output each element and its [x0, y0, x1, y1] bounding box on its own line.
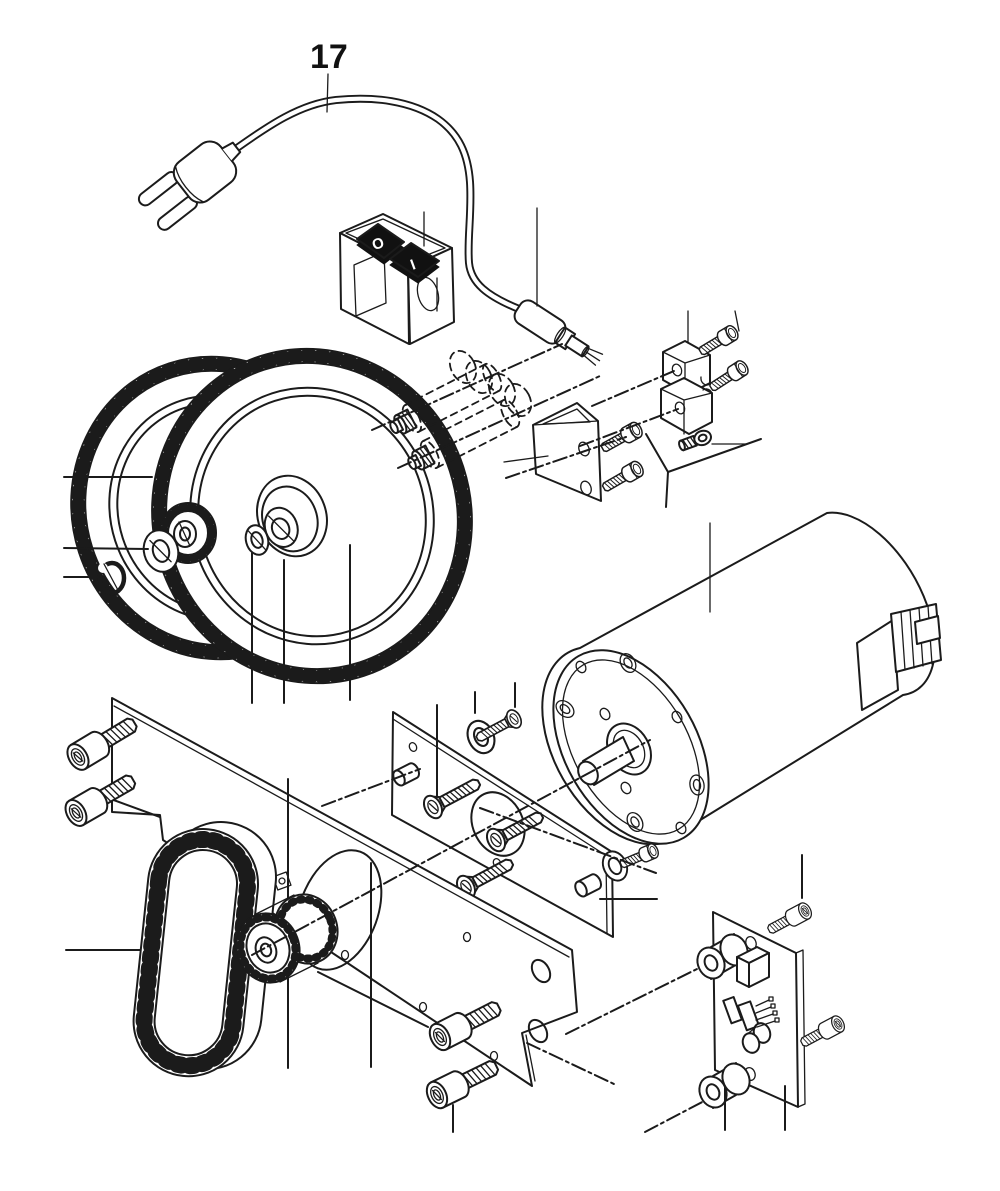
gear-housing-plate [65, 697, 658, 1087]
motor-face-tabs [555, 653, 705, 832]
timing-belt [132, 821, 277, 1078]
power-switch: O I [339, 211, 455, 345]
spacer-sleeve [698, 1062, 751, 1109]
board-screw [797, 1013, 848, 1052]
motor-terminal-block [856, 603, 942, 711]
electric-motor [541, 511, 942, 846]
center-lines [251, 343, 709, 1133]
switch-on-symbol: I [408, 256, 418, 273]
board-components [722, 946, 780, 1054]
bracket-screws [597, 419, 762, 508]
socket-head-screws [60, 710, 507, 1133]
retaining-ring [97, 560, 127, 596]
spacer-sleeve [696, 933, 749, 980]
socket-screw [421, 1052, 504, 1113]
motor-face-holes [575, 660, 687, 835]
power-cord [233, 94, 523, 313]
board-leaders [724, 854, 803, 1131]
suppressor-cylinders-phantom [389, 350, 533, 471]
svg-text:I: I [408, 256, 418, 273]
callout-label: 17 [310, 38, 348, 76]
plate-leaders [436, 682, 516, 798]
board-screw [764, 900, 815, 939]
thrust-washer [142, 529, 180, 573]
toothed-pulley [235, 893, 339, 984]
clamp-screws [695, 310, 752, 396]
callout-17: 17 [310, 38, 348, 113]
hub-front-ring [244, 524, 270, 556]
mounting-bracket [503, 402, 602, 502]
motor-mount-plate [389, 682, 661, 938]
power-plug [137, 140, 242, 231]
cable-end-sleeve [513, 207, 604, 366]
ring-terminal [678, 429, 747, 452]
gear-leader-lines [63, 476, 351, 704]
circuit-board-assembly [696, 854, 848, 1131]
